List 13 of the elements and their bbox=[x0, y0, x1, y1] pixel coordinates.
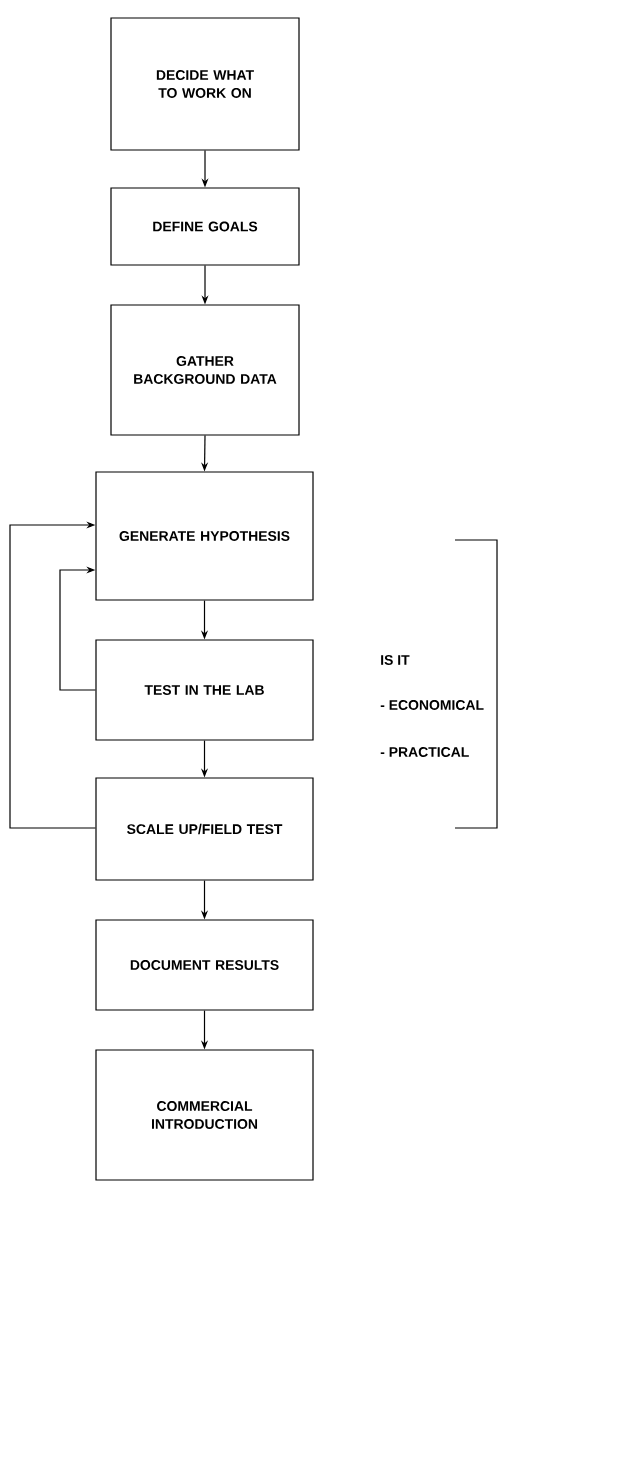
note-text: IS IT bbox=[381, 655, 410, 665]
note-text: - PRACTICAL bbox=[380, 747, 469, 757]
process-box: SCALE UP/FIELD TEST bbox=[95, 777, 314, 881]
process-box: DOCUMENT RESULTS bbox=[95, 919, 314, 1011]
process-box: COMMERCIAL INTRODUCTION bbox=[95, 1049, 314, 1181]
process-box: GATHER BACKGROUND DATA bbox=[110, 304, 300, 436]
arrow bbox=[9, 521, 96, 829]
arrow bbox=[59, 566, 96, 691]
process-box: TEST IN THE LAB bbox=[95, 639, 314, 741]
process-box: DEFINE GOALS bbox=[110, 187, 300, 266]
process-box: GENERATE HYPOTHESIS bbox=[95, 471, 314, 601]
process-box: DECIDE WHAT TO WORK ON bbox=[110, 17, 300, 151]
note-text: - ECONOMICAL bbox=[380, 700, 484, 710]
